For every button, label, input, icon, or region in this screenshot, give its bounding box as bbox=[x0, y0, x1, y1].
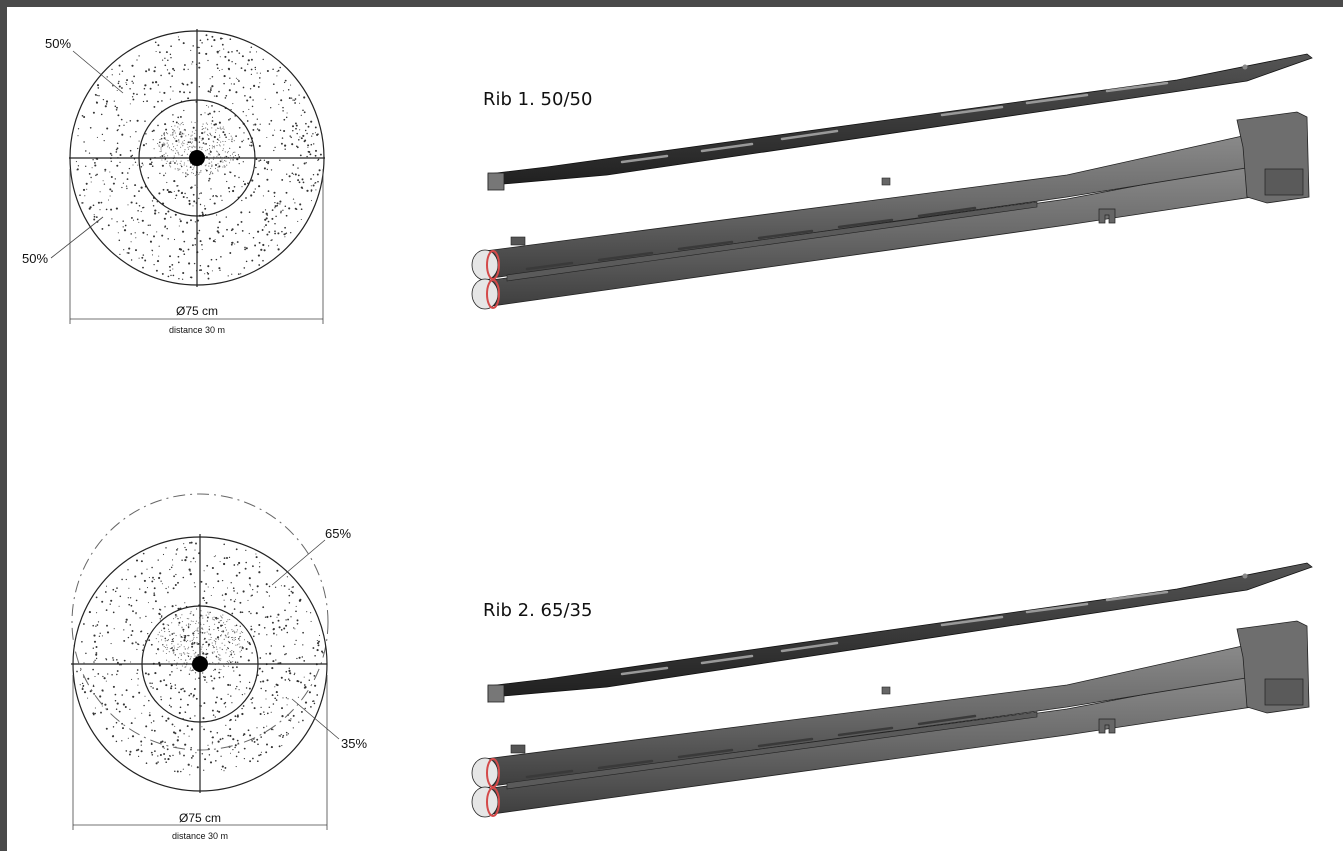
rib-label-1: Rib 1. 50/50 bbox=[483, 89, 592, 110]
upper-percent-label-1: 50% bbox=[45, 36, 71, 51]
distance-label-1: distance 30 m bbox=[169, 325, 225, 335]
upper-muzzle-2 bbox=[471, 757, 499, 789]
mid-bead-1 bbox=[881, 177, 891, 186]
rib-vent-slots-2 bbox=[620, 590, 1169, 676]
barrel-hook-1 bbox=[1098, 208, 1116, 224]
diameter-label-2: Ø75 cm bbox=[179, 811, 221, 825]
lower-muzzle-2 bbox=[471, 786, 499, 818]
upper-percent-label-2: 65% bbox=[325, 526, 351, 541]
pattern-target-1: 50% 50% Ø75 cm distance 30 m bbox=[22, 29, 325, 335]
front-sight-2 bbox=[510, 744, 526, 754]
barrel-hook-2 bbox=[1098, 718, 1116, 734]
upper-muzzle-1 bbox=[471, 249, 499, 281]
lower-percent-label-2: 35% bbox=[341, 736, 367, 751]
lower-muzzle-ring-1 bbox=[486, 279, 500, 309]
leader-line-lower-1 bbox=[50, 216, 104, 259]
barrel-vent-slots-1 bbox=[525, 206, 977, 271]
rib-label-2: Rib 2. 65/35 bbox=[483, 600, 592, 621]
breech-lug-2 bbox=[1264, 678, 1304, 706]
rib-rear-pin-1 bbox=[1242, 64, 1248, 70]
lower-muzzle-ring-2 bbox=[486, 787, 500, 817]
leader-line-upper-1 bbox=[72, 50, 124, 94]
aim-point-1 bbox=[189, 150, 205, 166]
pattern-target-2: 65% 35% Ø75 cm distance 30 m bbox=[71, 493, 367, 841]
figure-canvas: 50% 50% Ø75 cm distance 30 m 65% 35% Ø75… bbox=[22, 29, 1313, 841]
aim-point-2 bbox=[192, 656, 208, 672]
rib-1-illustration bbox=[471, 53, 1313, 310]
lower-muzzle-1 bbox=[471, 278, 499, 310]
leader-line-upper-2 bbox=[271, 539, 326, 586]
figure-frame: 50% 50% Ø75 cm distance 30 m 65% 35% Ø75… bbox=[7, 7, 1343, 851]
diameter-label-1: Ø75 cm bbox=[176, 304, 218, 318]
distance-label-2: distance 30 m bbox=[172, 831, 228, 841]
side-rib-2 bbox=[506, 711, 1038, 790]
front-sight-1 bbox=[510, 236, 526, 246]
mid-bead-2 bbox=[881, 686, 891, 695]
rib-front-block-1 bbox=[487, 172, 505, 191]
rib-vent-slots-1 bbox=[620, 81, 1169, 164]
rib-rear-pin-2 bbox=[1242, 573, 1248, 579]
rib-front-block-2 bbox=[487, 684, 505, 703]
leader-line-lower-2 bbox=[291, 698, 340, 740]
lower-percent-label-1: 50% bbox=[22, 251, 48, 266]
rib-2-illustration bbox=[471, 562, 1313, 818]
side-rib-1 bbox=[506, 201, 1038, 282]
barrel-vent-slots-2 bbox=[525, 714, 977, 779]
breech-lug-1 bbox=[1264, 168, 1304, 196]
